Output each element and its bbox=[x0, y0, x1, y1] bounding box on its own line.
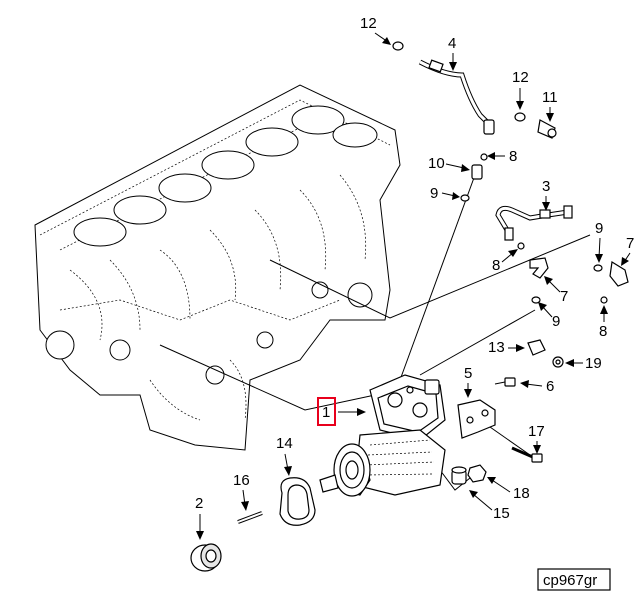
callout-9c: 9 bbox=[552, 313, 560, 330]
bolt-part-19 bbox=[552, 356, 564, 368]
callout-10: 10 bbox=[428, 155, 445, 172]
o-ring-8a bbox=[480, 153, 488, 161]
cylinder-bores bbox=[73, 105, 378, 247]
stud-part-17 bbox=[511, 446, 543, 463]
callout-5: 5 bbox=[464, 365, 472, 382]
stud-part-16 bbox=[237, 511, 263, 524]
callout-13: 13 bbox=[488, 339, 505, 356]
callout-3: 3 bbox=[542, 178, 550, 195]
engine-block bbox=[34, 84, 401, 451]
air-compressor-part-1 bbox=[319, 374, 446, 497]
o-ring-8b bbox=[517, 242, 525, 250]
gasket-part-14 bbox=[279, 477, 316, 526]
callout-12a: 12 bbox=[360, 15, 377, 32]
callout-8c: 8 bbox=[599, 323, 607, 340]
callout-15: 15 bbox=[493, 505, 510, 522]
gear-part-2 bbox=[190, 543, 222, 572]
nut-part-18 bbox=[467, 464, 487, 483]
callout-17: 17 bbox=[528, 423, 545, 440]
fitting-part-11 bbox=[537, 119, 557, 139]
callout-1-highlight bbox=[317, 397, 336, 426]
callout-11: 11 bbox=[542, 89, 558, 106]
callout-2: 2 bbox=[195, 495, 203, 512]
callout-9a: 9 bbox=[430, 185, 438, 202]
tube-part-3 bbox=[495, 205, 573, 241]
callout-8b: 8 bbox=[492, 257, 500, 274]
callout-4: 4 bbox=[448, 35, 456, 52]
callout-1: 1 bbox=[322, 404, 330, 421]
callout-12b: 12 bbox=[512, 69, 529, 86]
o-ring-9c bbox=[531, 296, 541, 304]
callout-18: 18 bbox=[513, 485, 530, 502]
callouts: 12 4 12 11 10 8 9 3 9 bbox=[195, 15, 634, 540]
fitting-part-10 bbox=[471, 164, 483, 180]
bracket-part-5 bbox=[457, 399, 496, 439]
callout-7a: 7 bbox=[626, 235, 634, 252]
callout-16: 16 bbox=[233, 472, 250, 489]
assembly-lines bbox=[159, 174, 591, 491]
o-ring-12a bbox=[392, 41, 404, 51]
o-ring-9b bbox=[593, 264, 603, 272]
elbow-part-7a bbox=[609, 261, 629, 287]
spacer-part-15 bbox=[451, 466, 467, 485]
tube-part-4 bbox=[418, 59, 495, 135]
elbow-part-7b bbox=[529, 257, 549, 279]
callout-7b: 7 bbox=[560, 288, 568, 305]
bolt-part-6 bbox=[494, 377, 516, 387]
figure-id: cp967gr bbox=[543, 572, 597, 589]
callout-6: 6 bbox=[546, 378, 554, 395]
callout-9b: 9 bbox=[595, 220, 603, 237]
o-ring-9a bbox=[460, 194, 470, 202]
figure-id-box: cp967gr bbox=[537, 568, 611, 591]
callout-14: 14 bbox=[276, 435, 293, 452]
callout-19: 19 bbox=[585, 355, 602, 372]
plug-part-13 bbox=[527, 339, 546, 356]
o-ring-12b bbox=[514, 112, 526, 122]
callout-8a: 8 bbox=[509, 148, 517, 165]
o-ring-8c bbox=[600, 296, 608, 304]
